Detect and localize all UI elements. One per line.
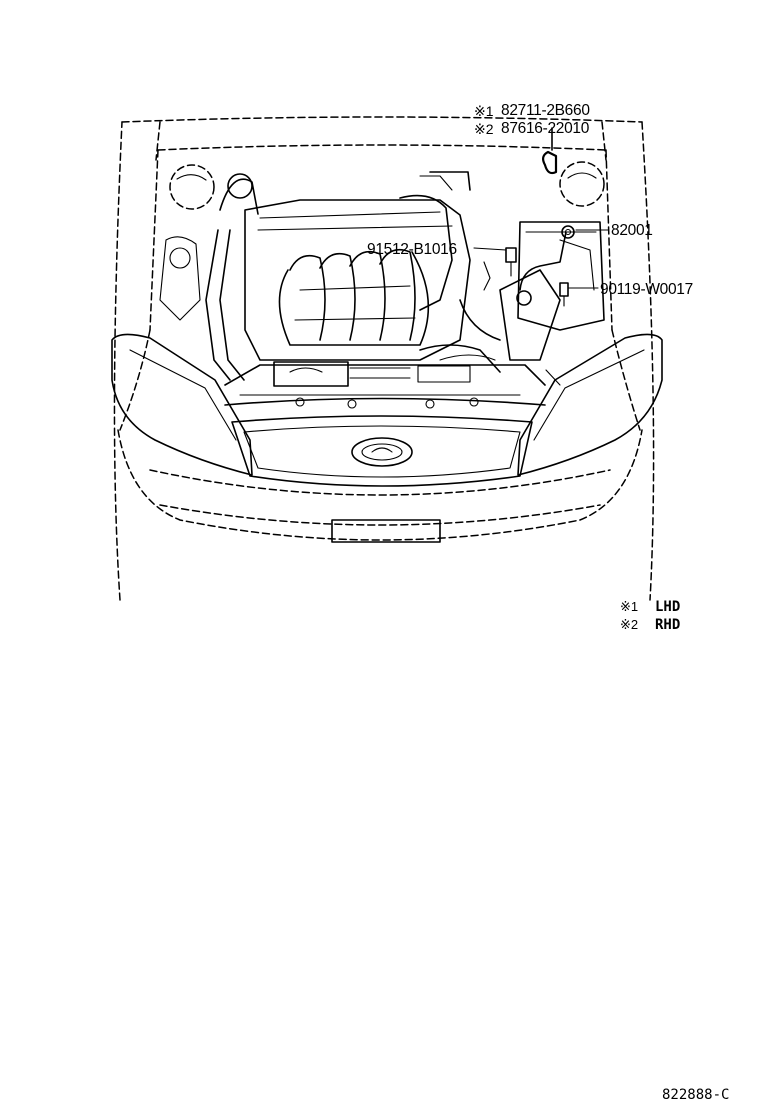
callout-87616: ※2 87616-22010 xyxy=(474,120,590,137)
legend-marker: ※1 xyxy=(620,599,638,614)
part-number-label: 90119-W0017 xyxy=(600,281,693,298)
callout-marker: ※1 xyxy=(474,103,494,119)
callout-82001: 82001 xyxy=(611,222,653,239)
legend-label-rhd: RHD xyxy=(655,617,680,633)
battery-area xyxy=(483,150,605,386)
legend: ※1 LHD ※2 RHD xyxy=(620,599,680,633)
license-plate xyxy=(331,519,441,543)
radiator-support xyxy=(224,361,546,409)
part-number-label: 91512-B1016 xyxy=(367,241,457,258)
grille xyxy=(231,415,533,487)
legend-label-lhd: LHD xyxy=(655,599,680,615)
figure-id: 822888-C xyxy=(662,1087,729,1103)
leader-lines xyxy=(473,127,609,289)
headlamps xyxy=(111,333,663,476)
car-body-outline xyxy=(113,116,655,601)
callout-marker: ※2 xyxy=(474,121,494,137)
engine-block xyxy=(159,171,501,381)
legend-marker: ※2 xyxy=(620,617,638,632)
callout-90119: 90119-W0017 xyxy=(600,281,693,298)
part-number-label: 87616-22010 xyxy=(501,120,590,137)
part-number-label: 82711-2B660 xyxy=(501,102,590,119)
callout-82711: ※1 82711-2B660 xyxy=(474,102,591,119)
part-number-label: 82001 xyxy=(611,222,653,239)
callout-91512: 91512-B1016 xyxy=(367,241,457,258)
